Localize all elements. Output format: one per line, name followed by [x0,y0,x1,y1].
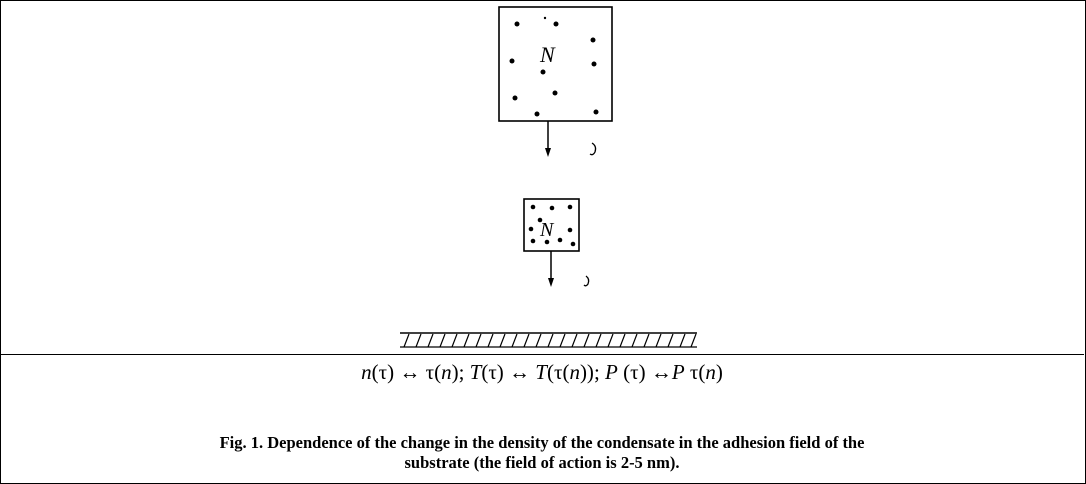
figure-caption: Fig. 1. Dependence of the change in the … [40,433,1044,473]
formula-line: n(τ) ↔ τ(n); T(τ) ↔ T(τ(n)); P (τ) ↔P τ(… [361,360,723,384]
large-box-particles [509,16,599,117]
figure-drawing: N N [400,6,697,348]
substrate-hatch [400,332,697,348]
large-volume-box: N [498,6,613,157]
table-divider [0,354,1084,355]
figure-cell: N N [400,6,697,348]
caption-line-2: substrate (the field of action is 2-5 nm… [404,453,680,472]
small-volume-box: N [523,198,590,287]
velocity-mark-1 [589,142,597,156]
large-box-label: N [539,42,556,67]
velocity-mark-2 [583,275,590,287]
small-box-particles [528,204,576,247]
caption-line-1: Fig. 1. Dependence of the change in the … [219,433,865,452]
small-box-label: N [539,219,555,241]
